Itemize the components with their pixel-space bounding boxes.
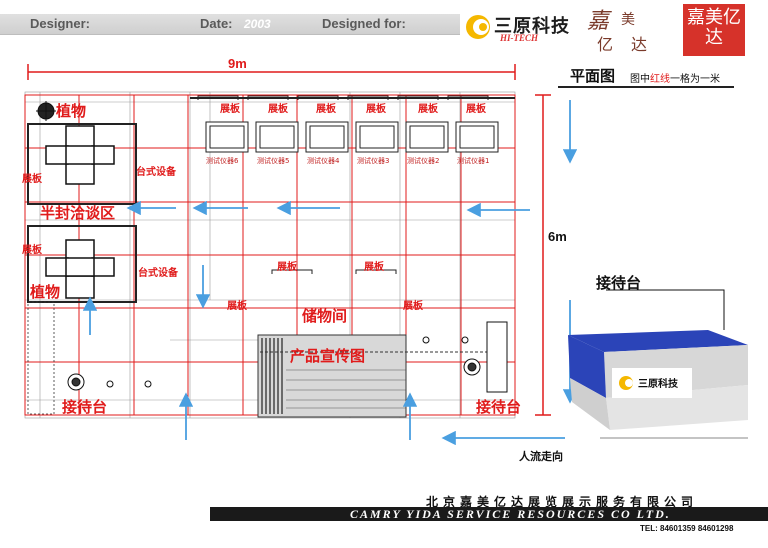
- footer-band: [210, 507, 768, 521]
- svg-text:达: 达: [631, 35, 647, 54]
- header-bar: Designer: Date: 2003 Designed for:: [0, 14, 460, 35]
- plant-label-bottom: 植物: [30, 283, 61, 301]
- plant-icon: [36, 101, 56, 121]
- flow-arrows: [82, 100, 578, 446]
- desk-device-label-bottom: 台式设备: [138, 268, 178, 279]
- seal-stamp: [683, 4, 745, 56]
- negotiation-area-label: 半封洽谈区: [40, 204, 116, 222]
- top-panel-label: 展板: [366, 104, 386, 115]
- booth-walls: [27, 97, 515, 303]
- panel-label-mid-right: 展板: [403, 301, 423, 312]
- company-name-en: CAMRY YIDA SERVICE RESOURCES CO LTD.: [350, 507, 671, 521]
- desk-device-label-top: 台式设备: [136, 167, 176, 178]
- seal-text: 嘉美亿达: [687, 7, 741, 48]
- brand-logo-icon: [466, 15, 490, 39]
- reception-desk-plan: [67, 321, 508, 393]
- instrument-label: 测试仪器3: [357, 157, 390, 165]
- panel-label-left-mid: 展板: [22, 245, 42, 256]
- panel-label-mid-left: 展板: [227, 301, 247, 312]
- reception-desk-3d: [568, 289, 748, 439]
- brand-name: 三原科技: [494, 16, 570, 37]
- reception-detail-brand: 三原科技: [638, 379, 678, 390]
- top-panel-label: 展板: [220, 104, 240, 115]
- title-underline: [558, 66, 734, 88]
- instrument-label: 测试仪器5: [257, 157, 290, 165]
- company-tel: TEL: 84601359 84601298: [640, 524, 734, 533]
- top-panel-brackets: [197, 95, 489, 274]
- panel-label-center-left: 展板: [277, 262, 297, 273]
- designer-label: Designer:: [30, 16, 90, 31]
- svg-text:美: 美: [621, 12, 635, 28]
- product-poster-label: 产品宣传图: [290, 347, 366, 365]
- top-panel-label: 展板: [316, 104, 336, 115]
- height-dimension-label: 6m: [548, 229, 567, 244]
- width-dimension-label: 9m: [228, 56, 247, 71]
- instrument-label: 测试仪器1: [457, 157, 490, 165]
- panel-label-left-top: 展板: [22, 174, 42, 185]
- storage-room-label: 储物间: [302, 307, 348, 325]
- instrument-label: 测试仪器6: [206, 157, 239, 165]
- top-panel-label: 展板: [466, 104, 486, 115]
- reception-label-left: 接待台: [62, 398, 108, 416]
- date-value: 2003: [244, 17, 271, 31]
- instrument-counters: [205, 121, 499, 153]
- instrument-label: 测试仪器4: [307, 157, 340, 165]
- calligraphy-icon: 嘉 美 亿 达: [587, 9, 647, 54]
- svg-text:嘉: 嘉: [587, 9, 612, 34]
- brand-sub: HI-TECH: [500, 33, 539, 43]
- company-name-cn: 北京嘉美亿达展览展示服务有限公司: [426, 495, 699, 509]
- reception-detail-title: 接待台: [596, 274, 642, 292]
- plan-title: 平面图: [570, 67, 616, 85]
- plant-label-top: 植物: [56, 102, 87, 120]
- negotiation-table-bottom: [45, 239, 115, 299]
- storage-poster-block: [257, 334, 407, 418]
- plan-note: 图中红线一格为一米: [630, 74, 720, 85]
- top-panel-label: 展板: [418, 104, 438, 115]
- instrument-label: 测试仪器2: [407, 157, 440, 165]
- reception-label-right: 接待台: [476, 398, 522, 416]
- top-panel-label: 展板: [268, 104, 288, 115]
- panel-label-center-right: 展板: [364, 262, 384, 273]
- svg-text:亿: 亿: [597, 35, 613, 54]
- designed-for-label: Designed for:: [322, 16, 406, 31]
- date-label: Date:: [200, 16, 233, 31]
- flow-direction-label: 人流走向: [519, 450, 563, 463]
- negotiation-table-top: [45, 125, 115, 185]
